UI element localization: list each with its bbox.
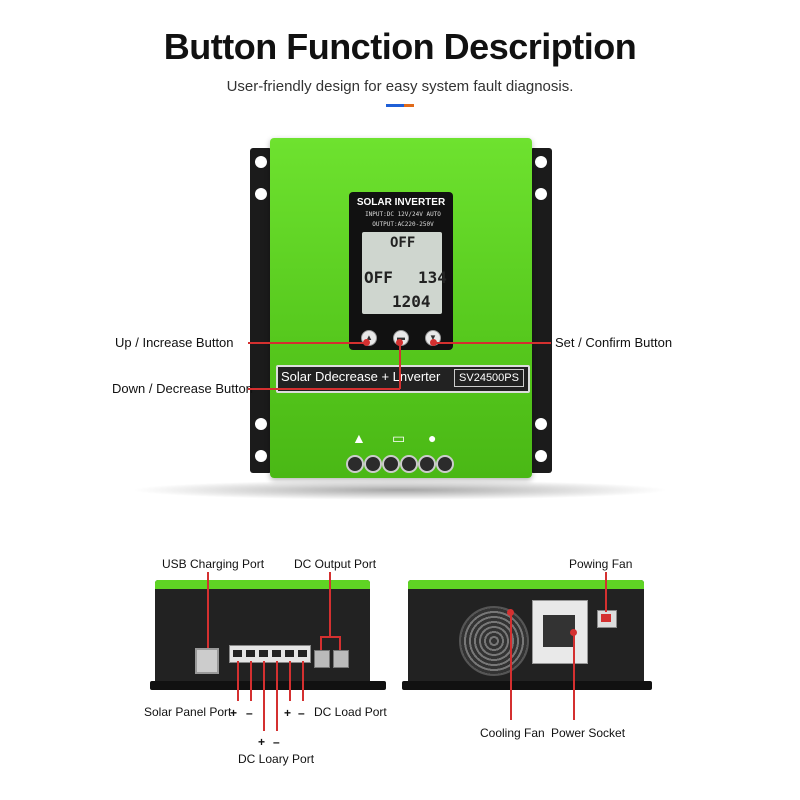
- callout-solar-panel: Solar Panel Port: [144, 705, 232, 719]
- dc-output-jack: [314, 650, 330, 668]
- device-shadow: [130, 480, 670, 500]
- terminal-screw: [436, 455, 454, 473]
- callout-line: [263, 661, 265, 731]
- callout-powing-fan: Powing Fan: [569, 557, 633, 571]
- callout-power-socket: Power Socket: [551, 726, 626, 740]
- dc-output-jack: [333, 650, 349, 668]
- callout-usb-charging: USB Charging Port: [162, 557, 265, 571]
- callout-line: [207, 572, 209, 648]
- callout-set-confirm: Set / Confirm Button: [555, 335, 673, 350]
- terminal-slot: [285, 650, 294, 657]
- ac-power-socket: [532, 600, 588, 664]
- callout-dot: [363, 339, 370, 346]
- callout-line: [436, 342, 551, 344]
- callout-line: [399, 342, 401, 389]
- callout-dc-output: DC Output Port: [294, 557, 377, 571]
- terminal-slot: [233, 650, 242, 657]
- lcd-screen: [362, 232, 442, 314]
- callout-dc-loary: DC Loary Port: [238, 752, 315, 766]
- callout-line: [339, 636, 341, 650]
- lcd-readout-left: OFF: [364, 268, 393, 287]
- callout-dot: [430, 339, 437, 346]
- terminal-slot: [246, 650, 255, 657]
- terminal-block: [229, 645, 311, 663]
- lcd-input-spec: INPUT:DC 12V/24V AUTO: [365, 211, 441, 218]
- terminal-screw: [418, 455, 436, 473]
- callout-line: [248, 388, 400, 390]
- usb-port: [195, 648, 219, 674]
- callout-line: [329, 572, 331, 636]
- callout-dc-load: DC Load Port: [314, 705, 387, 719]
- right-mount-bracket: [530, 148, 552, 473]
- callout-up-increase: Up / Increase Button: [115, 335, 234, 350]
- callout-down-decrease: Down / Decrease Button: [112, 381, 253, 396]
- page-subtitle: User-friendly design for easy system fau…: [226, 78, 574, 95]
- terminal-slot: [272, 650, 281, 657]
- lcd-readout-bottom: 1204: [392, 292, 431, 311]
- plus-sign: +: [258, 735, 266, 749]
- mounting-foot: [402, 681, 652, 690]
- device-top-edge: [155, 580, 370, 589]
- minus-sign: –: [298, 706, 305, 720]
- lcd-readout-top: OFF: [390, 235, 416, 251]
- left-mount-bracket: [250, 148, 272, 473]
- bulb-icon: ●: [428, 430, 437, 446]
- callout-dot: [570, 629, 577, 636]
- triangle-up-icon: ▲: [365, 333, 373, 342]
- terminal-slot: [259, 650, 268, 657]
- mounting-foot: [150, 681, 386, 690]
- callout-line: [276, 661, 278, 731]
- terminal-screw: [382, 455, 400, 473]
- menu-icon: ▬: [397, 333, 405, 342]
- minus-sign: –: [246, 706, 253, 720]
- lcd-output-spec: OUTPUT:AC220-250V: [372, 221, 434, 228]
- callout-line: [510, 612, 512, 720]
- terminal-slot: [298, 650, 307, 657]
- callout-line: [320, 636, 322, 650]
- callout-line: [320, 636, 340, 638]
- callout-line: [289, 661, 291, 701]
- minus-sign: –: [273, 735, 280, 749]
- lcd-readout-right: 134: [418, 268, 447, 287]
- terminal-screw: [400, 455, 418, 473]
- model-number: SV24500PS: [454, 369, 524, 387]
- title-accent-bar: [386, 104, 414, 107]
- socket-outlet-icon: [543, 615, 575, 647]
- terminal-screw: [364, 455, 382, 473]
- lcd-title: SOLAR INVERTER: [356, 197, 446, 208]
- page-title: Button Function Description: [163, 26, 637, 67]
- callout-line: [302, 661, 304, 701]
- rocker-switch-icon: [601, 614, 611, 622]
- terminal-screw: [346, 455, 364, 473]
- callout-line: [250, 661, 252, 701]
- callout-dot: [396, 339, 403, 346]
- solar-panel-icon: ▲: [352, 430, 366, 446]
- triangle-down-icon: ▼: [429, 333, 437, 342]
- callout-line: [248, 342, 366, 344]
- callout-line: [605, 572, 607, 612]
- fan-grille-icon: [459, 606, 529, 676]
- device-top-edge: [408, 580, 644, 589]
- callout-line: [237, 661, 239, 701]
- plus-sign: +: [284, 706, 292, 720]
- plus-sign: +: [230, 706, 238, 720]
- battery-icon: ▭: [392, 430, 406, 446]
- model-strip-label: Solar Ddecrease + Lnverter: [281, 369, 441, 384]
- callout-dot: [507, 609, 514, 616]
- callout-cooling-fan: Cooling Fan: [480, 726, 545, 740]
- callout-line: [573, 632, 575, 720]
